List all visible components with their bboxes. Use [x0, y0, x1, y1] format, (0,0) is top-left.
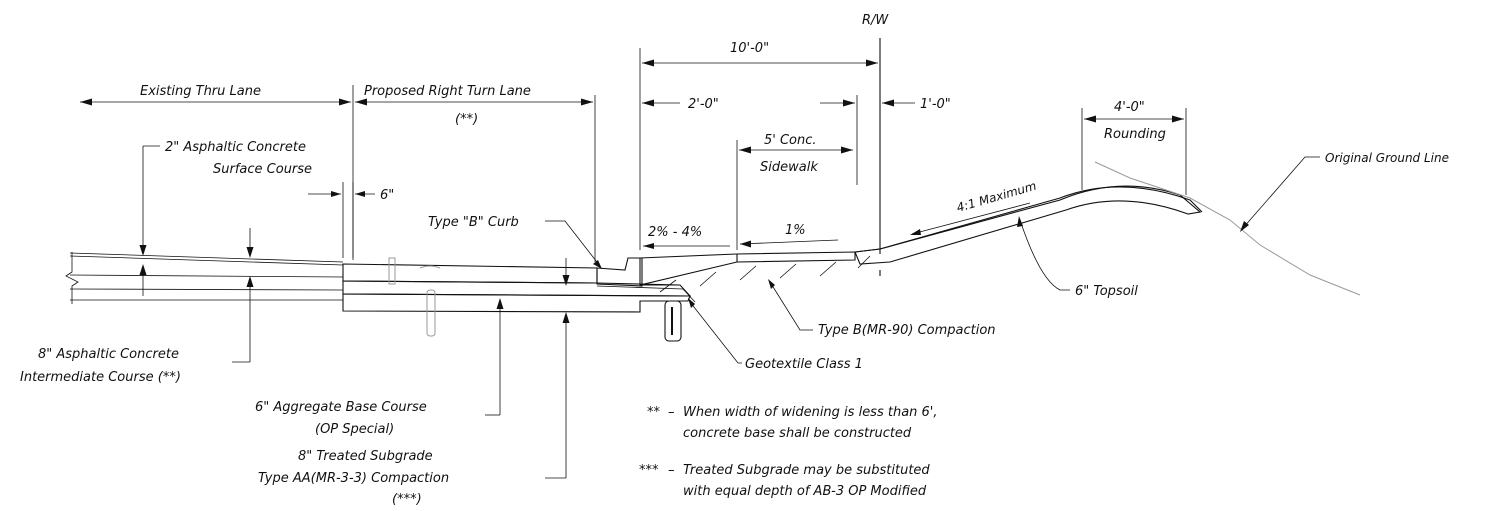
rounding-label: Rounding — [1104, 127, 1166, 142]
intermediate-label-1: 8" Asphaltic Concrete — [38, 347, 179, 362]
break-line-symbol — [65, 252, 79, 304]
finished-grade-line — [854, 186, 1203, 253]
compaction-b-callout: Type B(MR-90) Compaction — [768, 279, 996, 338]
geotextile-line — [596, 285, 696, 303]
right-of-way-line: R/W — [862, 13, 889, 278]
slope-callouts: 2% - 4% 1% 4:1 Maximum — [643, 179, 1038, 249]
geotextile-label: Geotextile Class 1 — [745, 357, 863, 372]
dim-6in-label: 6" — [380, 188, 394, 203]
dimension-6in: 6" — [308, 182, 394, 258]
geotextile-callout: Geotextile Class 1 — [688, 298, 863, 372]
original-ground-line — [1094, 161, 1361, 296]
compaction-hatch — [659, 255, 871, 293]
sidewalk-label-2: Sidewalk — [760, 160, 818, 175]
existing-base-line — [69, 288, 344, 291]
original-ground-label: Original Ground Line — [1325, 151, 1449, 165]
intermediate-course-callout: 8" Asphaltic Concrete Intermediate Cours… — [20, 276, 254, 385]
type-b-curb-label: Type "B" Curb — [428, 215, 519, 230]
existing-drain — [426, 289, 436, 337]
proposed-right-turn-lane-label: Proposed Right Turn Lane — [364, 84, 531, 99]
dim-2ft-label: 2'-0" — [688, 97, 719, 112]
topsoil-layer — [854, 185, 1202, 265]
pavement-structure — [65, 161, 1361, 342]
note-2-line-1: Treated Subgrade may be substituted — [683, 463, 930, 478]
type-b-curb — [596, 257, 643, 287]
note-1-line-1: When width of widening is less than 6', — [683, 405, 938, 420]
note-2-line-2: with equal depth of AB-3 OP Modified — [683, 484, 927, 499]
dim-1ft-label: 1'-0" — [920, 97, 951, 112]
intermediate-course-layer — [342, 280, 692, 297]
surface-course-layer — [342, 263, 598, 284]
slope-1-label: 1% — [785, 223, 806, 238]
compaction-b-label: Type B(MR-90) Compaction — [818, 323, 996, 338]
sidewalk-dimension: 5' Conc. Sidewalk — [736, 133, 853, 250]
existing-surface-line-2 — [69, 255, 344, 266]
curb-callout: Type "B" Curb — [428, 215, 602, 269]
intermediate-label-2: Intermediate Course (**) — [20, 370, 181, 385]
aggregate-label-1: 6" Aggregate Base Course — [255, 400, 427, 415]
svg-text:–: – — [668, 463, 675, 478]
aggregate-callout: 6" Aggregate Base Course (OP Special) — [255, 298, 504, 437]
asphalt-surface-callout: 2" Asphaltic Concrete Surface Course — [139, 140, 312, 296]
dimension-10ft: 10'-0" — [639, 41, 878, 250]
aggregate-label-2: (OP Special) — [315, 422, 394, 437]
subgrade-callout: 8" Treated Subgrade Type AA(MR-3-3) Comp… — [258, 258, 570, 507]
original-ground-callout: Original Ground Line — [1240, 151, 1449, 232]
note-2-marker: *** — [639, 463, 659, 478]
notes: ** – When width of widening is less than… — [639, 405, 938, 499]
dimension-1ft: 1'-0" — [882, 97, 951, 112]
topsoil-callout: 6" Topsoil — [1017, 216, 1138, 299]
underdrain-pipe — [664, 300, 682, 342]
aggregate-base-layer — [342, 293, 691, 313]
dim-10ft-label: 10'-0" — [730, 41, 769, 56]
sidewalk-label-1: 5' Conc. — [764, 133, 817, 148]
note-1-line-2: concrete base shall be constructed — [683, 426, 912, 441]
existing-fixture — [388, 257, 396, 285]
subgrade-label-2: Type AA(MR-3-3) Compaction — [258, 471, 449, 486]
proposed-lane-note: (**) — [455, 112, 478, 127]
asphalt-surface-label-1: 2" Asphaltic Concrete — [165, 140, 306, 155]
sidewalk-slab — [639, 251, 856, 286]
rw-label: R/W — [862, 13, 889, 28]
note-1-marker: ** — [647, 405, 661, 420]
subgrade-label-3: (***) — [392, 492, 422, 507]
slope-2-4-label: 2% - 4% — [648, 225, 702, 240]
existing-intermediate-line — [69, 274, 344, 278]
dimension-rounding: 4'-0" Rounding — [1081, 100, 1187, 195]
subgrade-label-1: 8" Treated Subgrade — [298, 449, 433, 464]
lane-dimensions: Existing Thru Lane Proposed Right Turn L… — [80, 84, 596, 262]
asphalt-surface-label-2: Surface Course — [213, 162, 312, 177]
existing-thru-lane-label: Existing Thru Lane — [140, 84, 261, 99]
topsoil-label: 6" Topsoil — [1075, 284, 1138, 299]
svg-text:–: – — [668, 405, 675, 420]
dim-4ft-label: 4'-0" — [1114, 100, 1145, 115]
dimension-2ft: 2'-0" — [642, 95, 858, 185]
existing-surface-line — [69, 252, 344, 263]
